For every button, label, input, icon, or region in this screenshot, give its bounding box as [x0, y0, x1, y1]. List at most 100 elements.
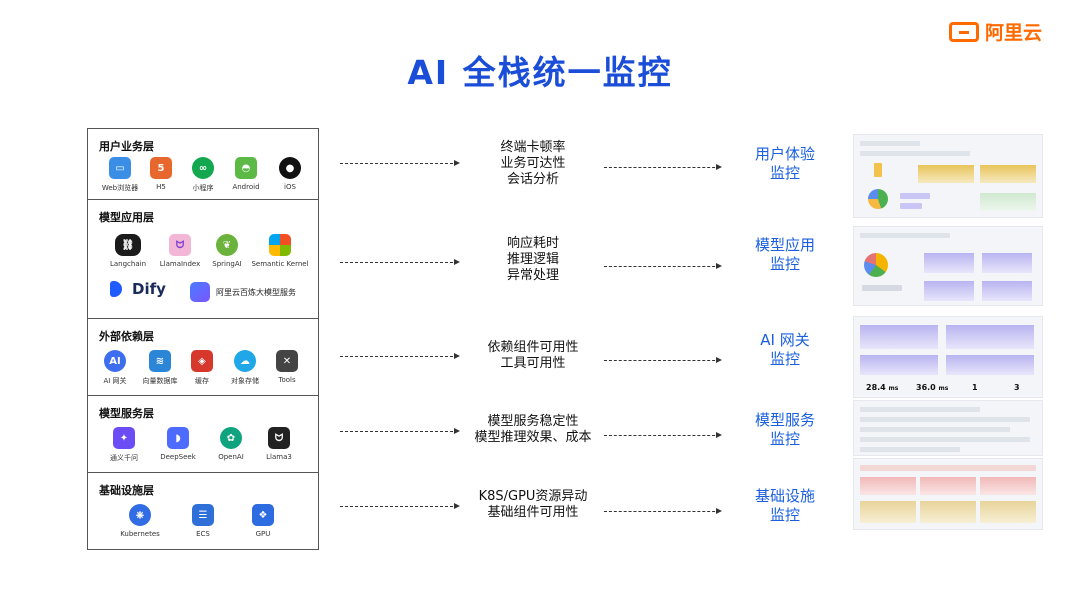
- item-tongyi: ✦ 通义千问: [92, 427, 156, 463]
- thumb-chip: [900, 193, 930, 199]
- monitor-model-application: 模型应用 监控: [740, 236, 830, 274]
- monitor-infrastructure: 基础设施 监控: [740, 487, 830, 525]
- item-ios: ● iOS: [258, 157, 322, 191]
- thumb-area: [980, 165, 1036, 183]
- openai-icon: ✿: [220, 427, 242, 449]
- mini-program-icon: ∞: [192, 157, 214, 179]
- thumb-bar: [860, 447, 960, 452]
- thumb-bar: [860, 437, 1030, 442]
- page-title: AI 全栈统一监控: [407, 53, 673, 92]
- windows-icon: [269, 234, 291, 256]
- thumb-area: [920, 477, 976, 495]
- item-android: ◓ Android: [214, 157, 278, 191]
- item-label: Kubernetes: [120, 530, 160, 538]
- arrow-metric-4: [604, 432, 722, 438]
- metric-text: 会话分析: [506, 172, 559, 187]
- layer-model-service: 模型服务层 ✦ 通义千问 ◗ DeepSeek ✿ OpenAI ᗢ Llama…: [88, 396, 318, 473]
- cloud-upload-icon: ☁: [234, 350, 256, 372]
- thumb-area: [920, 501, 976, 523]
- layer-user-business: 用户业务层 ▭ Web浏览器 5 H5 ∞ 小程序 ◓ Android ● iO…: [88, 129, 318, 200]
- item-springai: ❦ SpringAI: [195, 234, 259, 268]
- thumb-bar: [860, 233, 950, 238]
- stat-number: 36.0: [916, 383, 936, 392]
- item-label: ECS: [196, 530, 210, 538]
- aliyun-logo: 阿里云: [948, 18, 1042, 45]
- arrow-layer-3: [340, 353, 460, 359]
- thumb-area: [982, 281, 1032, 301]
- metrics-infrastructure: K8S/GPU资源异动 基础组件可用性: [458, 489, 608, 521]
- monitor-ai-gateway: AI 网关 监控: [740, 331, 830, 369]
- bailian-icon: [190, 282, 210, 302]
- item-label: Android: [232, 183, 260, 191]
- metrics-model-application: 响应耗时 推理逻辑 异常处理: [458, 236, 608, 284]
- item-label: DeepSeek: [160, 453, 196, 461]
- item-ecs: ☰ ECS: [171, 504, 235, 538]
- thumb-bar: [860, 417, 1030, 422]
- metric-text: 异常处理: [506, 268, 559, 283]
- stat-unit: ms: [938, 385, 949, 392]
- thumb-bar: [860, 427, 1010, 432]
- item-label: 缓存: [195, 377, 209, 385]
- monitor-label: 模型应用: [754, 236, 815, 254]
- layer-infrastructure: 基础设施层 ⎈ Kubernetes ☰ ECS ❖ GPU: [88, 473, 318, 549]
- item-llama3: ᗢ Llama3: [247, 427, 311, 461]
- monitor-label: 监控: [769, 506, 800, 524]
- dashboard-thumb-model-service: [853, 400, 1043, 456]
- tools-icon: ✕: [276, 350, 298, 372]
- metric-text: K8S/GPU资源异动: [478, 489, 588, 504]
- item-label: 向量数据库: [142, 377, 178, 385]
- arrow-metric-5: [604, 508, 722, 514]
- item-label: 小程序: [192, 184, 214, 192]
- aliyun-logo-icon: [948, 21, 979, 42]
- item-label: Web浏览器: [101, 184, 139, 192]
- langchain-icon: ⛓: [115, 234, 141, 256]
- layer-model-application: 模型应用层 ⛓ Langchain ᗢ LlamaIndex ❦ SpringA…: [88, 200, 318, 319]
- layer-external-dependency: 外部依赖层 AI AI 网关 ≋ 向量数据库 ◈ 缓存 ☁ 对象存储 ✕ Too…: [88, 319, 318, 396]
- thumb-area: [918, 165, 974, 183]
- item-label: SpringAI: [212, 260, 242, 268]
- item-kubernetes: ⎈ Kubernetes: [108, 504, 172, 538]
- layer-title: 基础设施层: [99, 484, 154, 497]
- item-label: 通义千问: [110, 454, 138, 462]
- thumb-area: [946, 325, 1034, 349]
- item-label: 对象存储: [231, 377, 259, 385]
- item-object-storage: ☁ 对象存储: [213, 350, 277, 386]
- arrow-metric-1: [604, 164, 722, 170]
- dashboard-thumb-user-experience: [853, 134, 1043, 218]
- thumb-area: [860, 477, 916, 495]
- stat-value: 3: [1014, 383, 1020, 392]
- arrow-layer-1: [340, 160, 460, 166]
- apple-icon: ●: [279, 157, 301, 179]
- item-label: H5: [156, 183, 166, 191]
- thumb-area: [980, 477, 1036, 495]
- monitor-model-service: 模型服务 监控: [740, 411, 830, 449]
- monitor-label: 监控: [769, 255, 800, 273]
- database-icon: ≋: [149, 350, 171, 372]
- metric-text: 响应耗时: [506, 236, 559, 251]
- thumb-bar: [860, 407, 980, 412]
- item-label: Dify: [132, 280, 166, 298]
- item-mini-program: ∞ 小程序: [171, 157, 235, 193]
- item-dify: Dify: [110, 280, 166, 298]
- arrow-layer-5: [340, 503, 460, 509]
- thumb-pie: [864, 253, 888, 277]
- tongyi-icon: ✦: [113, 427, 135, 449]
- thumb-area: [982, 253, 1032, 273]
- monitor-label: AI 网关: [760, 331, 810, 349]
- redis-icon: ◈: [191, 350, 213, 372]
- item-deepseek: ◗ DeepSeek: [146, 427, 210, 461]
- arrow-layer-2: [340, 259, 460, 265]
- item-label: iOS: [284, 183, 296, 191]
- stat-value: 36.0 ms: [916, 383, 948, 392]
- item-label: AI 网关: [103, 377, 127, 385]
- metric-text: 业务可达性: [500, 156, 566, 171]
- gpu-cubes-icon: ❖: [252, 504, 274, 526]
- item-label: Tools: [278, 376, 296, 384]
- item-h5: 5 H5: [129, 157, 193, 191]
- metrics-external-dependency: 依赖组件可用性 工具可用性: [458, 340, 608, 372]
- logo-text: 阿里云: [984, 22, 1042, 44]
- metric-text: 推理逻辑: [506, 252, 559, 267]
- monitor-label: 监控: [769, 430, 800, 448]
- thumb-area: [860, 355, 938, 375]
- dashboard-thumb-infrastructure: [853, 458, 1043, 530]
